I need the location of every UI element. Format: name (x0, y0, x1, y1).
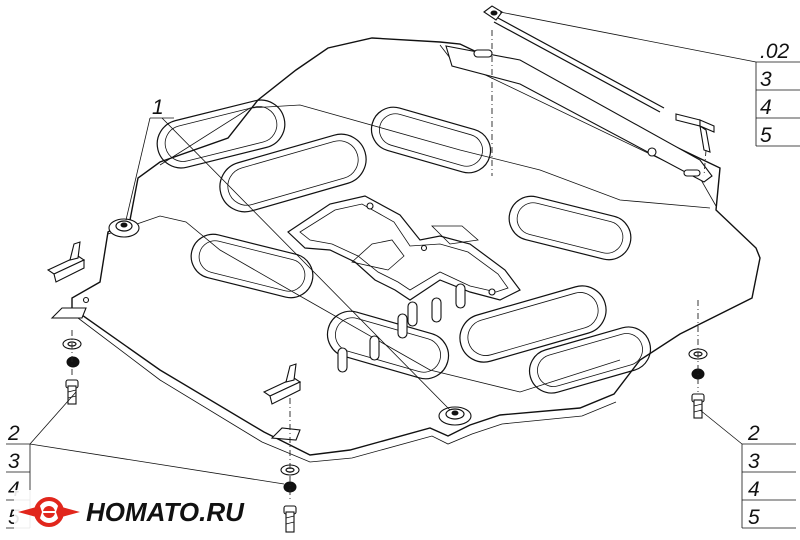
plate-outline (71, 37, 761, 456)
tab-hole (647, 147, 657, 157)
mount-bracket-left (46, 241, 86, 283)
callout-label: 4 (8, 478, 20, 501)
callout-top-right: .02 3 4 5 (760, 40, 790, 147)
callout-label: 4 (748, 478, 760, 501)
plate-front-flange (77, 317, 617, 463)
stamped-recess (528, 326, 652, 394)
logo-text: HOMATO.RU (86, 497, 245, 527)
grommet-front (438, 406, 472, 426)
callout-label: 2 (747, 422, 760, 445)
plate-hole (488, 288, 496, 296)
callout-label: 5 (760, 124, 772, 147)
stamped-recess (219, 133, 367, 213)
callout-label: 3 (8, 450, 20, 473)
leader-lines (6, 11, 800, 529)
vent-slots (337, 283, 466, 373)
callout-label: 3 (760, 68, 772, 91)
callout-bottom-right: 2 3 4 5 (747, 422, 760, 529)
plate-hole (82, 296, 90, 304)
stamped-recess (459, 285, 607, 363)
grommet-left (108, 218, 140, 238)
plate-side-ridge (439, 44, 717, 207)
callout-label: 4 (760, 96, 772, 119)
tie-rod (483, 5, 665, 113)
central-stamping (287, 195, 521, 301)
stamped-recess (370, 106, 492, 174)
callout-label: .02 (760, 40, 790, 63)
stamped-recess (156, 99, 286, 169)
tab-slot (473, 49, 493, 58)
callout-label: 5 (748, 506, 760, 529)
plate-hole (420, 244, 428, 252)
callout-label: 3 (748, 450, 760, 473)
mount-bracket-right (675, 113, 715, 153)
plate-hole (366, 202, 374, 210)
logo-emblem-icon (18, 497, 80, 527)
callout-label: 2 (7, 422, 20, 445)
skid-plate (50, 37, 761, 463)
stamped-recess (508, 195, 632, 261)
axis-line (703, 149, 707, 177)
plate-rear-ridge (107, 215, 621, 393)
edge-tab (270, 427, 301, 441)
stamped-recess (326, 310, 450, 380)
callout-label: 1 (152, 96, 164, 119)
plate-rear-tab (445, 45, 713, 183)
tab-slot (683, 169, 701, 177)
mount-bracket-front (262, 363, 302, 405)
stamped-recess (190, 233, 314, 299)
edge-tab (50, 307, 87, 319)
homato-logo: HOMATO.RU (14, 490, 245, 534)
